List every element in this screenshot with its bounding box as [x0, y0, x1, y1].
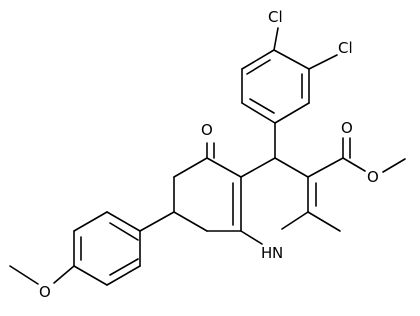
bond [249, 98, 275, 114]
bond [307, 211, 341, 232]
core-ring-system [173, 122, 341, 245]
bond [246, 59, 271, 75]
bond [274, 102, 310, 124]
bond [173, 157, 208, 178]
bond [241, 49, 275, 70]
bond [240, 230, 263, 245]
bond [382, 158, 406, 173]
bond [73, 211, 108, 232]
bond [307, 157, 344, 178]
bond [109, 258, 139, 276]
bond [240, 157, 276, 178]
bond [273, 27, 279, 51]
dichlorophenyl-ring [241, 27, 338, 124]
bond [106, 211, 141, 232]
bond [274, 157, 309, 178]
ketone-oxygen-label: O [201, 121, 213, 139]
bond [106, 265, 141, 286]
ester-ether-oxygen-label: O [367, 168, 379, 186]
methoxy-oxygen-label: O [39, 283, 51, 301]
methoxyphenyl-group [9, 211, 175, 286]
bond [273, 49, 310, 70]
methyl-ester-group [307, 137, 406, 178]
bond [9, 265, 39, 285]
bond [281, 211, 309, 230]
ester-carbonyl-oxygen-label: O [341, 119, 353, 137]
bond [109, 222, 139, 241]
bond [342, 157, 366, 172]
bond [139, 211, 175, 232]
ring-nitrogen-hydrogen-label: H [261, 244, 272, 262]
bond [53, 265, 75, 284]
bond [73, 265, 108, 286]
bond [173, 211, 208, 232]
chlorine-label-top: Cl [268, 8, 283, 26]
bond [308, 54, 338, 70]
bond [206, 157, 242, 178]
bond [241, 102, 276, 124]
chlorine-label-right: Cl [338, 39, 353, 57]
ring-nitrogen-label: N [272, 244, 283, 262]
